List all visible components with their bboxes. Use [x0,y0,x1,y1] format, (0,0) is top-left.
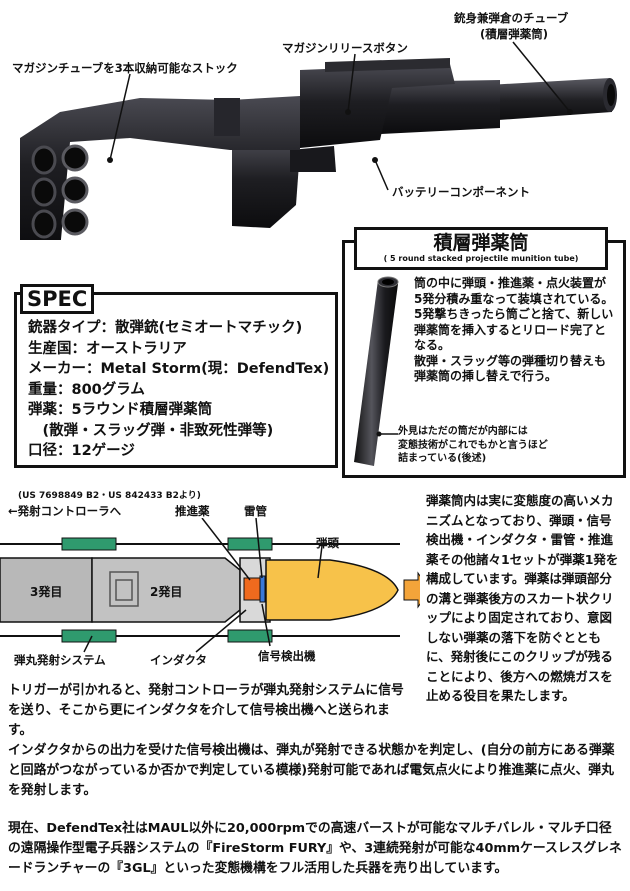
label-to-controller: ←発射コントローラへ [8,504,122,518]
munition-cutaway-diagram [0,518,420,653]
tube-subtitle: ( 5 round stacked projectile munition tu… [383,254,579,263]
tube-title: 積層弾薬筒 [433,232,529,254]
tube-desc-para: 散弾・スラッグ等の弾種切り替えも弾薬筒の挿し替えで行う。 [414,353,607,384]
paragraph-signal-detector: インダクタからの出力を受けた信号検出機は、弾丸が発射できる状態かを判定し、(自分… [8,743,615,798]
mechanism-description: 弾薬筒内は実に変態度の高いメカニズムとなっており、弾頭・信号検出機・インダクタ・… [426,493,619,703]
tube-desc-para: 5発撃ちきったら筒ごと捨て、新しい弾薬筒を挿入するとリロード完了となる。 [414,307,614,352]
label-propellant: 推進薬 [175,504,210,518]
spec-line: (散弾・スラッグ弾・非致死性弾等) [28,422,274,439]
paragraph-defendtex: 現在、DefendTex社はMAUL以外に20,000rpmでの高速バーストが可… [8,821,622,876]
munition-tube-image [354,276,399,466]
patent-reference: (US 7698849 B2・US 842433 B2より) [18,491,201,501]
callout-stock: マガジンチューブを3本収納可能なストック [12,61,238,75]
tube-note-pointer [376,431,398,437]
callout-barrel-tube-sub: (積層弾薬筒) [480,27,549,41]
spec-line: 銃器タイプ：散弾銃(セミオートマチック) [28,320,303,336]
label-launch-system: 弾丸発射システム [14,653,106,667]
gun-illustration [20,41,617,240]
spec-line: 生産国：オーストラリア [28,340,187,357]
paragraph-trigger: トリガーが引かれると、発射コントローラが弾丸発射システムに信号を送り、そこから更… [8,683,404,738]
label-round-2: 2発目 [150,585,183,599]
label-round-3: 3発目 [30,585,63,599]
callout-barrel-tube: 銃身兼弾倉のチューブ [454,11,569,25]
label-signal-detector: 信号検出機 [258,649,316,663]
spec-title: SPEC [20,284,95,314]
tube-desc-para: 筒の中に弾頭・推進薬・点火装置が5発分積み重なって装填されている。 [414,276,614,306]
label-primer: 雷管 [244,504,267,518]
tube-note-line: 変態技術がこれでもかと言うほど [398,439,548,451]
spec-line: メーカー：Metal Storm(現：DefendTex) [28,361,330,377]
label-inductor: インダクタ [150,653,208,667]
spec-box [14,292,338,468]
spec-list: 銃器タイプ：散弾銃(セミオートマチック) 生産国：オーストラリア メーカー：Me… [28,318,329,462]
spec-line: 重量：800グラム [28,381,145,398]
tube-note: 外見はただの筒だが内部には 変態技術がこれでもかと言うほど 詰まっている(後述) [398,425,548,466]
callout-mag-release: マガジンリリースボタン [282,41,408,55]
spec-line: 弾薬：5ラウンド積層弾薬筒 [28,402,213,418]
tube-title-box: 積層弾薬筒 ( 5 round stacked projectile munit… [354,227,608,270]
callout-battery: バッテリーコンポーネント [392,185,530,199]
tube-note-line: 詰まっている(後述) [398,453,487,464]
tube-note-line: 外見はただの筒だが内部には [398,426,528,437]
spec-line: 口径：12ゲージ [28,443,135,459]
tube-description: 筒の中に弾頭・推進薬・点火装置が5発分積み重なって装填されている。 5発撃ちきっ… [414,276,614,385]
